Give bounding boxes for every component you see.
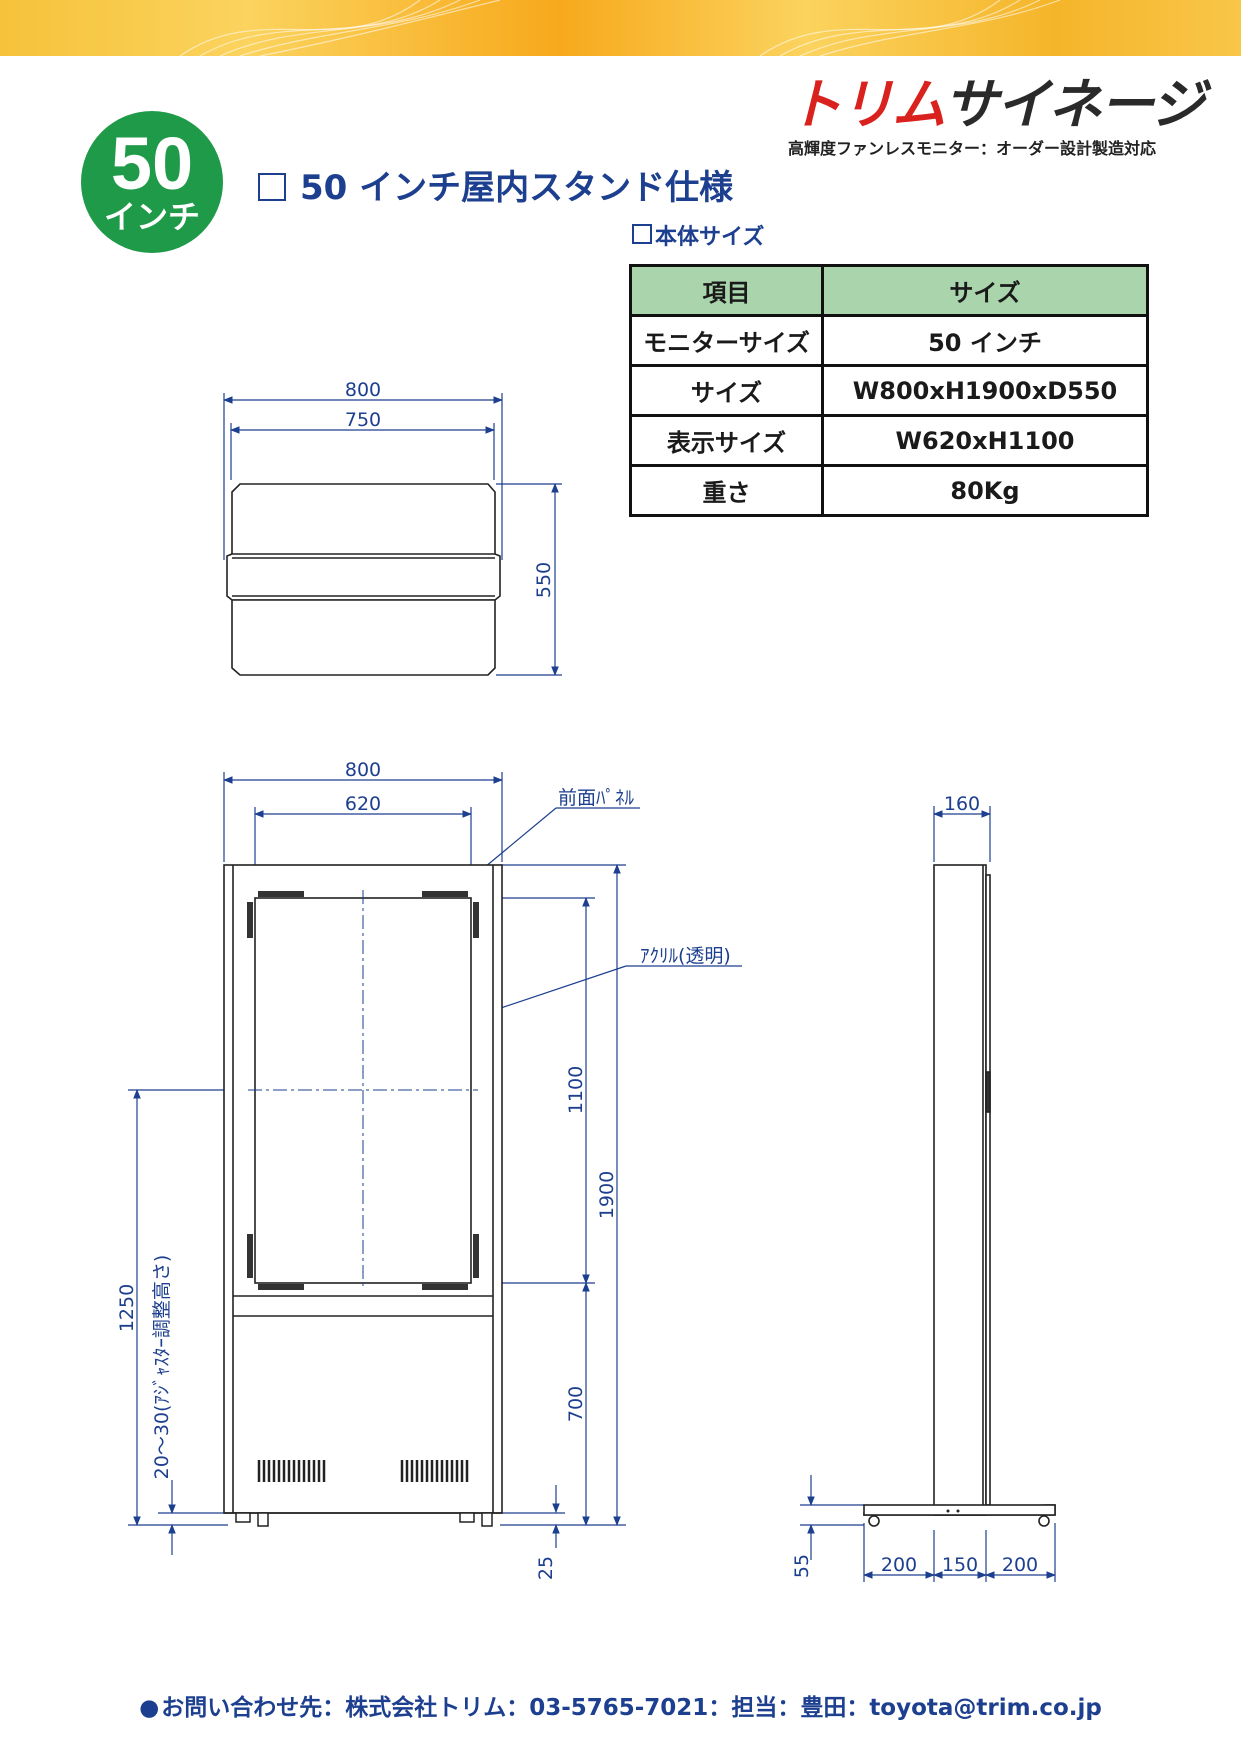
dim-front-620: 620 xyxy=(345,793,381,815)
spec-heading: 本体サイズ xyxy=(632,219,764,251)
spec-key: モニターサイズ xyxy=(629,314,824,367)
spec-value: W620xH1100 xyxy=(821,414,1149,467)
badge-number: 50 xyxy=(110,122,194,205)
spec-header-row: 項目 サイズ xyxy=(629,264,1149,317)
logo-red-text: トリム xyxy=(788,73,946,136)
dim-front-25: 25 xyxy=(535,1556,557,1580)
table-row: 表示サイズ W620xH1100 xyxy=(629,414,1149,467)
brand-tagline: 高輝度ファンレスモニター：オーダー設計製造対応 xyxy=(788,139,1157,158)
banner-wave-pattern xyxy=(179,0,1061,56)
table-row: サイズ W800xH1900xD550 xyxy=(629,364,1149,417)
header-banner xyxy=(0,0,1241,56)
spec-header-item: 項目 xyxy=(629,264,824,317)
footer-text: お問い合わせ先：株式会社トリム：03-5765-7021：担当：豊田：toyot… xyxy=(161,1695,1102,1721)
contact-footer: ●お問い合わせ先：株式会社トリム：03-5765-7021：担当：豊田：toyo… xyxy=(0,1688,1241,1722)
spec-value: W800xH1900xD550 xyxy=(821,364,1149,417)
dim-front-1250: 1250 xyxy=(116,1284,138,1332)
front-view: 800 620 前面ﾊﾟﾈﾙ ｱｸﾘﾙ(透明) 1100 1900 700 25… xyxy=(116,759,742,1580)
badge-unit: インチ xyxy=(103,198,200,236)
dim-top-800: 800 xyxy=(345,379,381,401)
dim-side-55: 55 xyxy=(791,1554,813,1578)
dim-front-1900: 1900 xyxy=(596,1171,618,1219)
size-badge: 50 インチ xyxy=(81,111,223,253)
dim-top-550: 550 xyxy=(533,562,555,598)
label-acrylic: ｱｸﾘﾙ(透明) xyxy=(640,945,731,967)
spec-value: 50 インチ xyxy=(821,314,1149,367)
label-front-panel: 前面ﾊﾟﾈﾙ xyxy=(558,787,635,809)
dim-front-700: 700 xyxy=(565,1386,587,1422)
spec-header-size: サイズ xyxy=(821,264,1149,317)
page-title-text: 50 インチ屋内スタンド仕様 xyxy=(300,168,734,208)
bullet-icon: ● xyxy=(139,1695,160,1721)
dim-side-200-left: 200 xyxy=(881,1554,917,1576)
spec-table: 項目 サイズ モニターサイズ 50 インチ サイズ W800xH1900xD55… xyxy=(629,264,1149,517)
checkbox-icon xyxy=(258,173,286,201)
label-adjuster: 20～30(ｱｼﾞｬｽﾀｰ調整高さ) xyxy=(151,1255,173,1480)
dim-side-160: 160 xyxy=(944,793,980,815)
checkbox-icon xyxy=(632,224,652,244)
page-title: 50 インチ屋内スタンド仕様 xyxy=(258,160,733,209)
table-row: モニターサイズ 50 インチ xyxy=(629,314,1149,367)
dim-front-800: 800 xyxy=(345,759,381,781)
spec-heading-text: 本体サイズ xyxy=(655,225,765,250)
logo-wordmark: トリムサイネージ xyxy=(788,73,1205,136)
table-row: 重さ 80Kg xyxy=(629,464,1149,517)
spec-value: 80Kg xyxy=(821,464,1149,517)
dim-side-150: 150 xyxy=(942,1554,978,1576)
logo-dark-text: サイネージ xyxy=(944,73,1205,136)
spec-key: 表示サイズ xyxy=(629,414,824,467)
side-view: 160 200 150 200 55 xyxy=(791,793,1056,1582)
spec-key: サイズ xyxy=(629,364,824,417)
dim-top-750: 750 xyxy=(345,409,381,431)
spec-key: 重さ xyxy=(629,464,824,517)
dim-front-1100: 1100 xyxy=(565,1066,587,1114)
dim-side-200-right: 200 xyxy=(1002,1554,1038,1576)
top-view: 800 750 550 xyxy=(223,379,562,676)
brand-logo: トリムサイネージ 高輝度ファンレスモニター：オーダー設計製造対応 xyxy=(788,74,1205,159)
